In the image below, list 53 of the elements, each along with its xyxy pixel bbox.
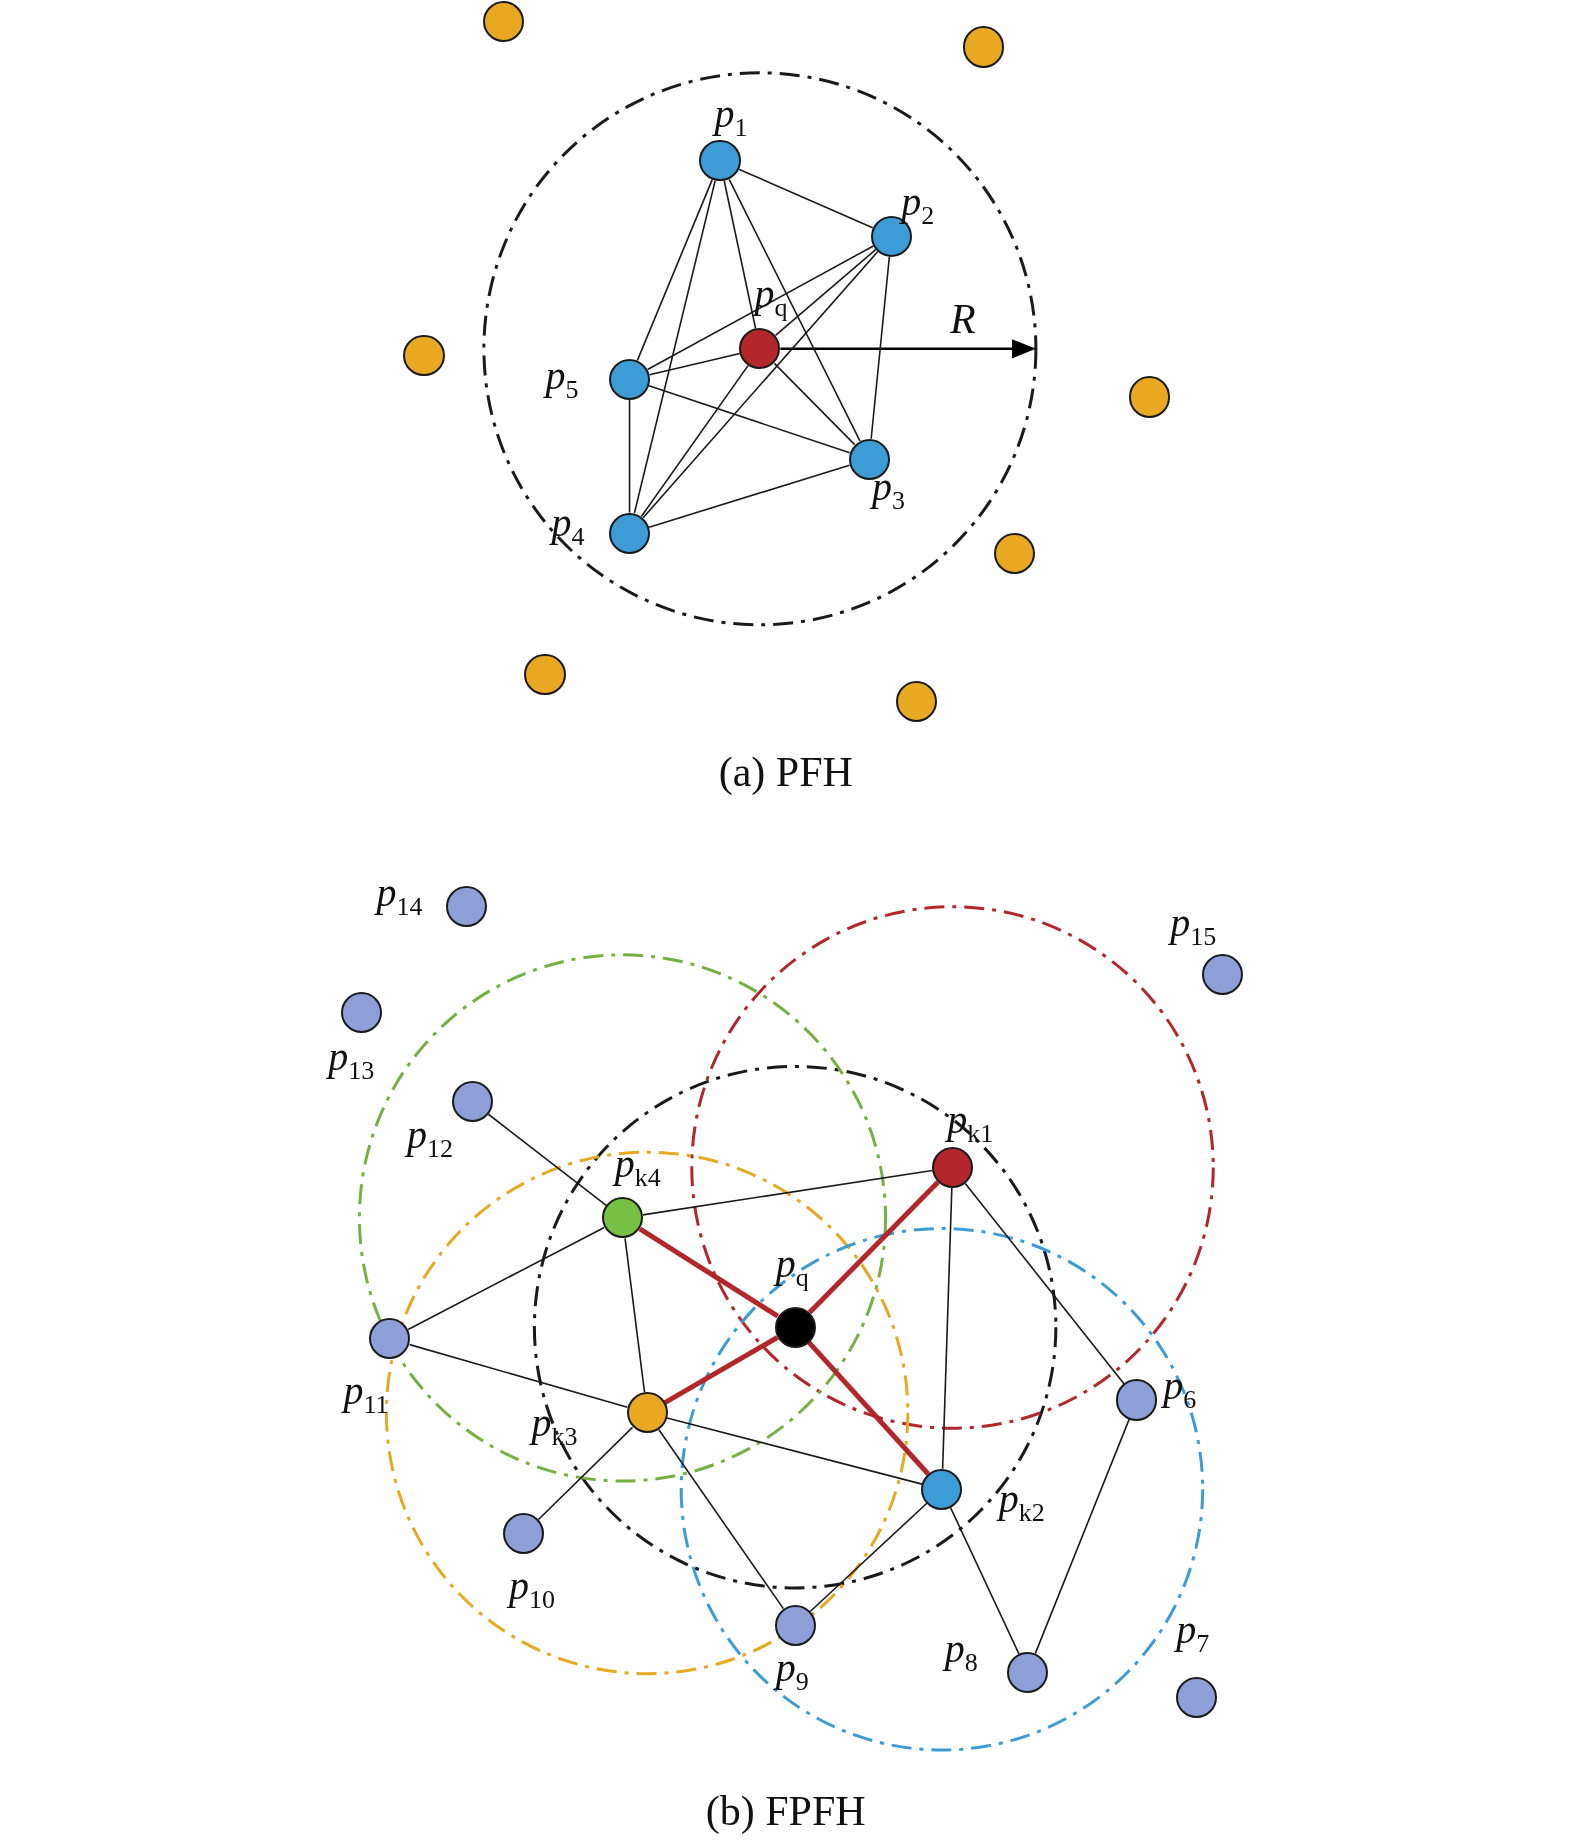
- edge-line: [807, 1340, 930, 1476]
- edge-line: [646, 245, 875, 371]
- edge-line: [487, 1113, 607, 1207]
- edge-line: [870, 255, 891, 440]
- point-label: p$_{q}$: [754, 271, 788, 324]
- edge-line: [640, 364, 749, 518]
- edge-line: [728, 178, 861, 442]
- point-label: p$_{6}$: [1163, 1363, 1197, 1416]
- edge-line: [648, 385, 851, 454]
- edge-line: [638, 1226, 780, 1319]
- edge-line: [537, 1426, 634, 1521]
- edge-line: [624, 1237, 646, 1394]
- edge-line: [633, 180, 716, 515]
- edge-line: [636, 179, 713, 362]
- edge-line: [774, 248, 877, 337]
- edge-line: [807, 1180, 940, 1315]
- point-label: p$_{k3}$: [531, 1401, 578, 1454]
- edge-line: [666, 1417, 923, 1485]
- edge-line: [407, 1226, 606, 1331]
- point-label: p$_{7}$: [1176, 1608, 1210, 1661]
- figure-caption: (a) PFH: [718, 747, 853, 796]
- point-label: p$_{5}$: [545, 353, 579, 406]
- point-label: p$_{13}$: [328, 1035, 375, 1088]
- edge-line: [949, 1507, 1020, 1655]
- edge-line: [628, 399, 631, 514]
- point-label: p$_{9}$: [775, 1645, 809, 1698]
- point-label: p$_{14}$: [376, 870, 423, 923]
- edge-line: [663, 1335, 779, 1405]
- edge-line: [642, 250, 879, 519]
- edge-line: [648, 352, 741, 376]
- point-label: p$_{4}$: [551, 500, 585, 553]
- radius-label: R: [950, 295, 976, 344]
- edge-line: [658, 1429, 785, 1610]
- point-label: p$_{k4}$: [614, 1141, 661, 1194]
- edge-line: [941, 1187, 953, 1470]
- edge-line: [723, 180, 757, 330]
- edge-line: [773, 362, 856, 446]
- edge-line: [648, 464, 851, 528]
- point-label: p$_{11}$: [343, 1368, 389, 1421]
- edge-line: [1034, 1418, 1131, 1655]
- edge-line: [408, 1343, 629, 1409]
- point-label: p$_{q}$: [775, 1241, 809, 1294]
- point-label: p$_{2}$: [901, 180, 935, 232]
- edge-line: [809, 1502, 928, 1613]
- point-label: p$_{1}$: [714, 91, 748, 144]
- figure-caption: (b) FPFH: [705, 1787, 866, 1836]
- edge-line: [642, 1169, 933, 1216]
- point-label: p$_{12}$: [406, 1112, 453, 1165]
- edge-line: [964, 1182, 1125, 1385]
- point-label: p$_{15}$: [1170, 901, 1217, 954]
- edge-line: [738, 168, 874, 229]
- point-label: p$_{8}$: [944, 1627, 978, 1679]
- point-label: p$_{k2}$: [998, 1476, 1045, 1529]
